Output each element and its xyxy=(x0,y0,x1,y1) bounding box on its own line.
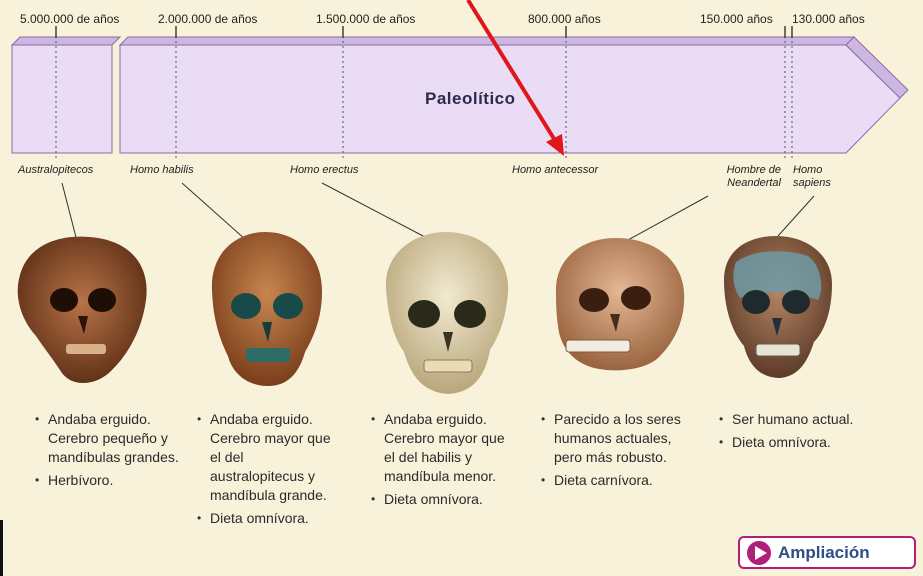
ampliacion-label: Ampliación xyxy=(778,543,870,563)
description-homo-habilis: Andaba erguido. Cerebro mayor que el del… xyxy=(196,410,336,532)
species-label-neandertal: Hombre de Neandertal xyxy=(703,164,781,190)
species-label-homo-erectus: Homo erectus xyxy=(290,164,358,177)
description-homo-sapiens: Ser humano actual. Dieta omnívora. xyxy=(718,410,868,456)
ampliacion-button[interactable]: Ampliación xyxy=(738,536,916,569)
species-label-homo-habilis: Homo habilis xyxy=(130,164,194,177)
species-label-homo-sapiens: Homo sapiens xyxy=(793,164,843,190)
skull-homo-sapiens xyxy=(724,236,832,378)
description-neandertal: Parecido a los seres humanos actuales, p… xyxy=(540,410,690,494)
description-item: Herbívoro. xyxy=(34,471,184,490)
timeline-band-left xyxy=(12,37,120,153)
skull-homo-habilis xyxy=(212,232,322,386)
description-item: Dieta omnívora. xyxy=(196,509,336,528)
description-item: Dieta omnívora. xyxy=(370,490,514,509)
edge-marker xyxy=(0,520,3,576)
description-item: Andaba erguido. Cerebro mayor que el del… xyxy=(196,410,336,505)
description-australopitecos: Andaba erguido. Cerebro pequeño y mandíb… xyxy=(34,410,184,494)
description-item: Andaba erguido. Cerebro mayor que el del… xyxy=(370,410,514,486)
skull-homo-erectus xyxy=(386,232,508,394)
description-item: Dieta carnívora. xyxy=(540,471,690,490)
play-icon xyxy=(746,540,772,566)
species-label-australopitecos: Australopitecos xyxy=(18,164,93,177)
description-item: Andaba erguido. Cerebro pequeño y mandíb… xyxy=(34,410,184,467)
description-item: Dieta omnívora. xyxy=(718,433,868,452)
description-item: Ser humano actual. xyxy=(718,410,868,429)
species-label-homo-antecessor: Homo antecessor xyxy=(512,164,598,177)
skull-homo-antecessor xyxy=(556,238,684,370)
skull-australopitecos xyxy=(18,237,147,383)
description-item: Parecido a los seres humanos actuales, p… xyxy=(540,410,690,467)
description-homo-erectus: Andaba erguido. Cerebro mayor que el del… xyxy=(370,410,514,513)
period-label: Paleolítico xyxy=(425,89,516,109)
date-ticks xyxy=(56,26,792,38)
